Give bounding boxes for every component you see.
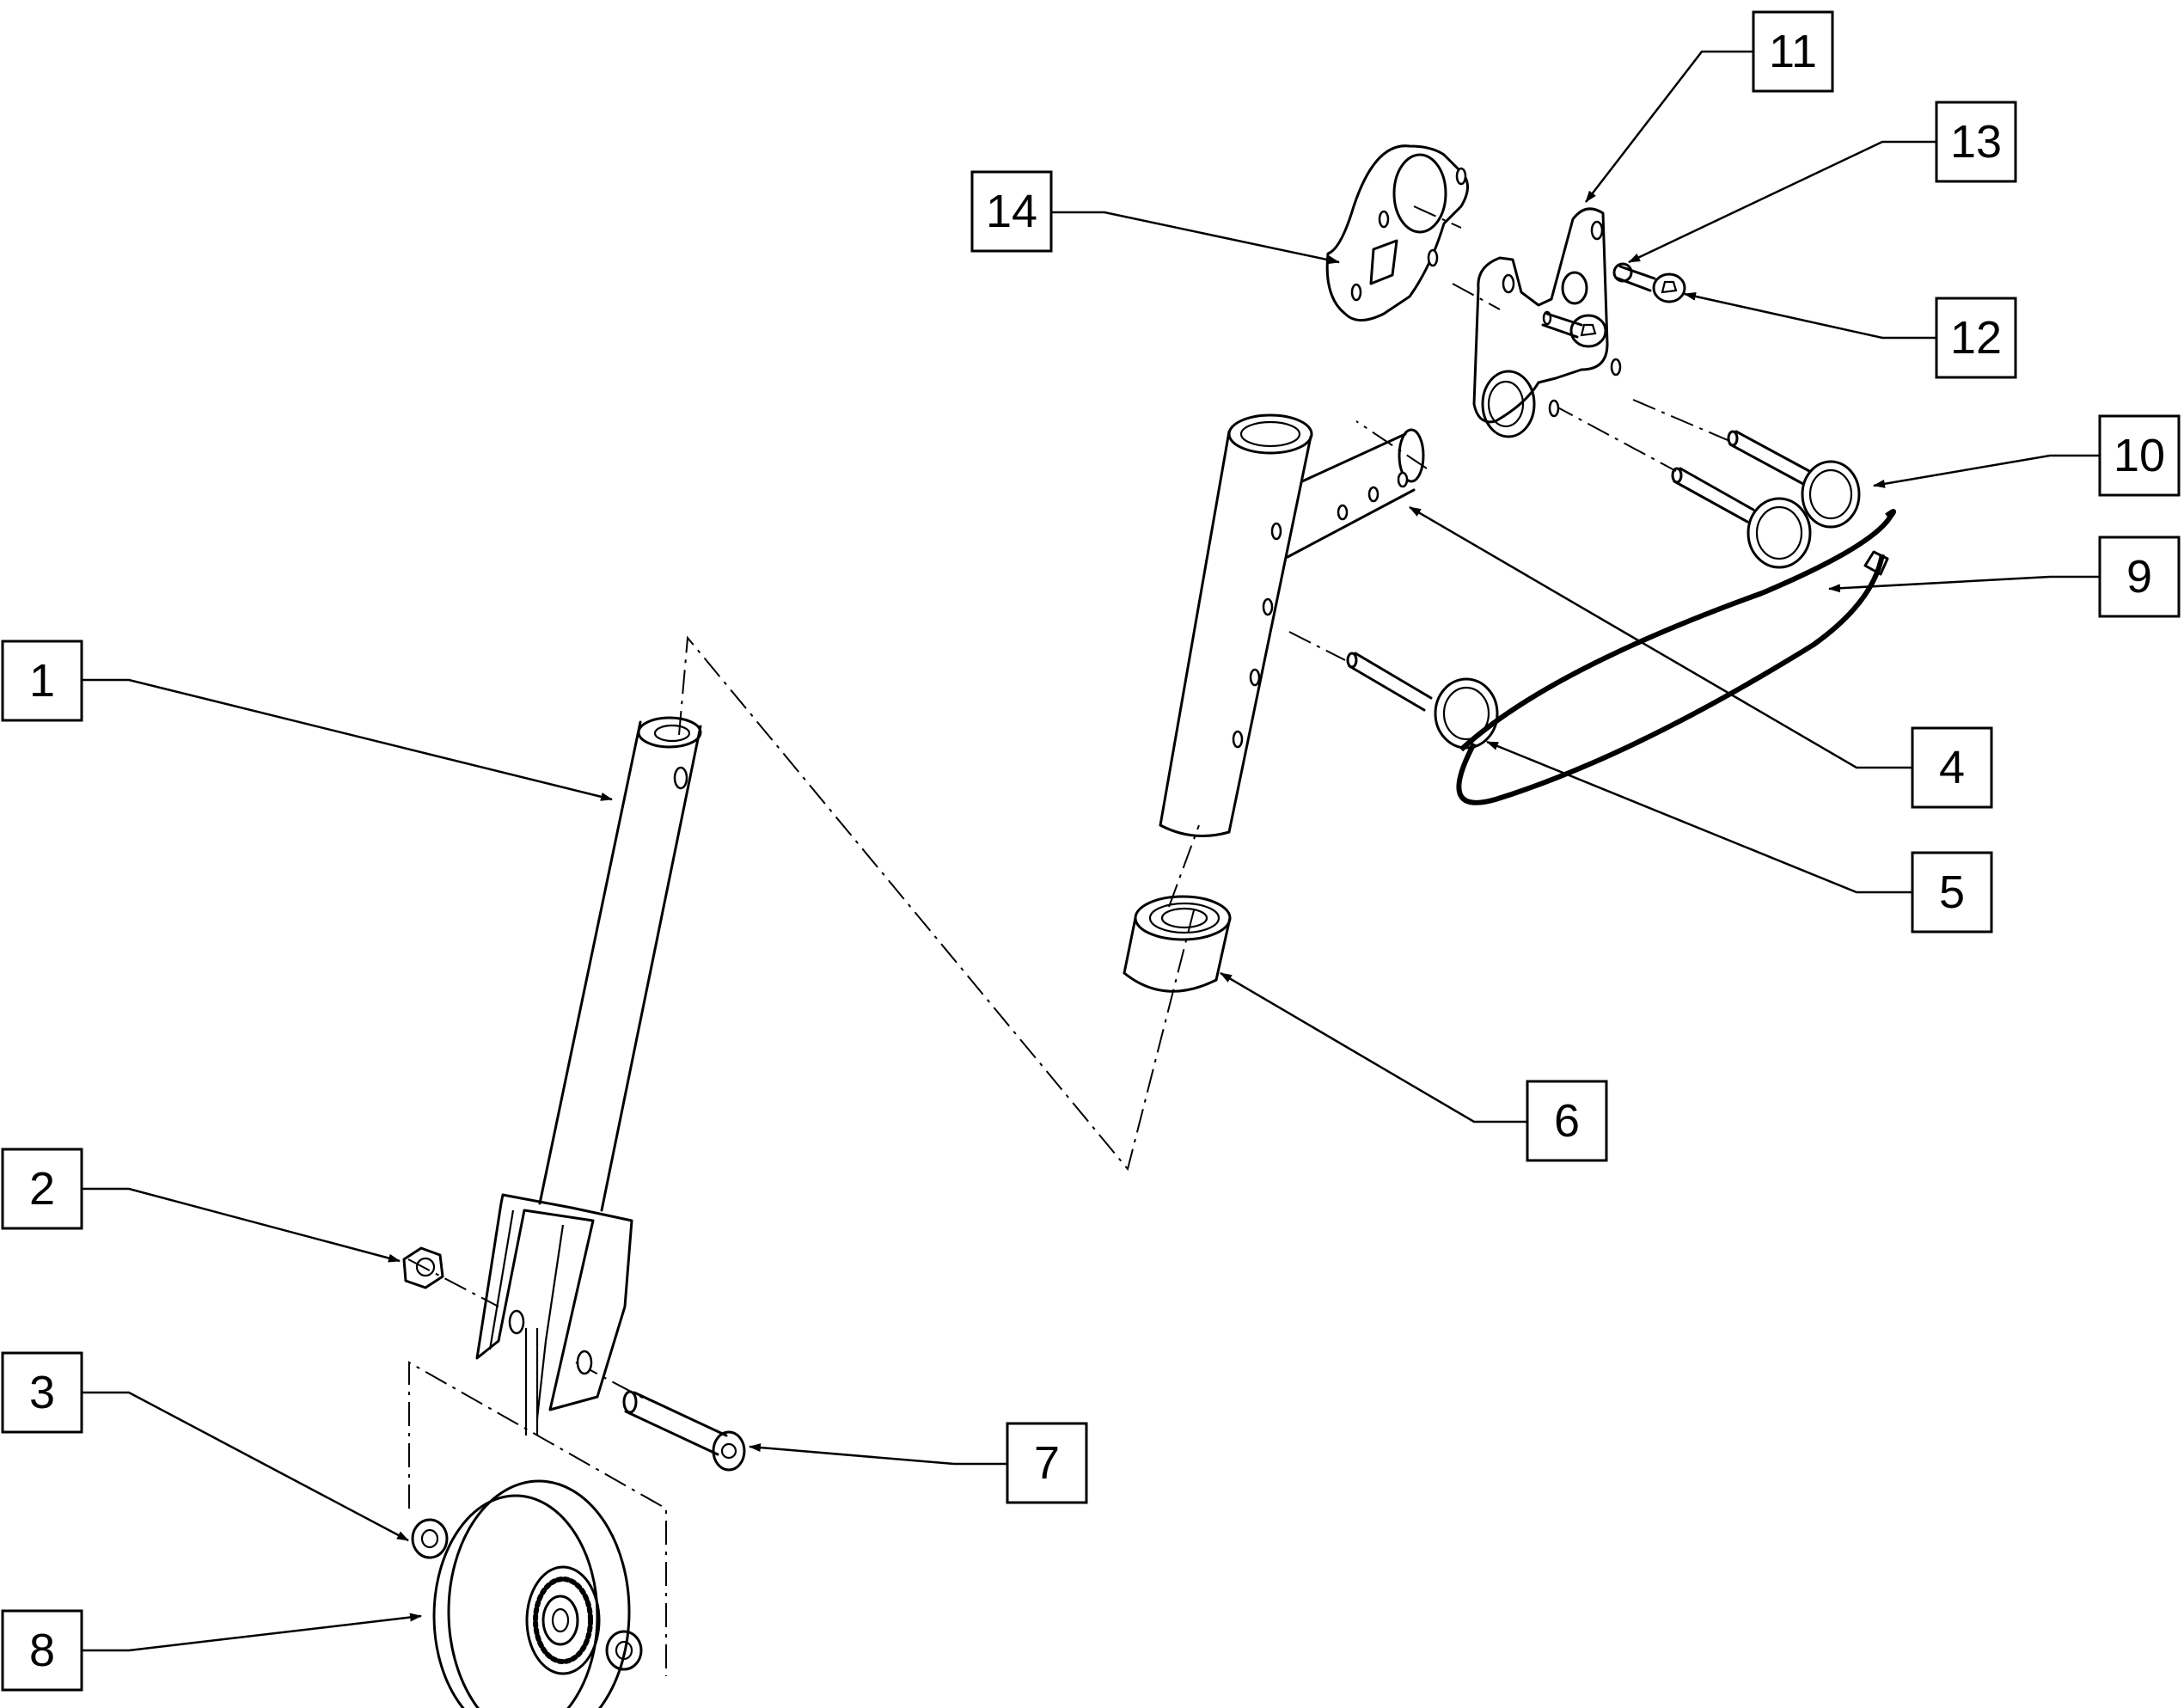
callout-number: 4 xyxy=(1939,742,1965,793)
callout-4: 4 xyxy=(1911,726,1993,809)
leader-lines xyxy=(82,50,2100,1652)
callout-number: 13 xyxy=(1950,116,2002,168)
callout-3: 3 xyxy=(1,1351,83,1434)
callout-number: 5 xyxy=(1939,866,1965,918)
socket-screws xyxy=(1541,262,1686,348)
callout-number: 2 xyxy=(29,1163,55,1215)
callout-5: 5 xyxy=(1911,851,1993,934)
callout-11: 11 xyxy=(1752,10,1834,93)
callout-2: 2 xyxy=(1,1148,83,1230)
callout-number: 3 xyxy=(29,1367,55,1418)
callout-number: 1 xyxy=(29,655,55,707)
callout-1: 1 xyxy=(1,640,83,722)
lanyard-cable xyxy=(1456,509,1897,805)
mounting-bracket-rear xyxy=(1325,144,1469,321)
fork-tube xyxy=(475,716,702,1436)
callout-13: 13 xyxy=(1935,101,2017,183)
callout-number: 14 xyxy=(986,186,1037,237)
callout-7: 7 xyxy=(1006,1422,1088,1504)
quick-release-pins xyxy=(1346,430,1861,750)
callout-6: 6 xyxy=(1526,1080,1608,1162)
mounting-bracket-front xyxy=(1472,207,1622,438)
washers xyxy=(411,1518,643,1671)
bearing xyxy=(1123,895,1232,993)
callout-number: 9 xyxy=(2126,551,2152,603)
stem-tube xyxy=(1159,413,1425,837)
callout-8: 8 xyxy=(1,1609,83,1692)
callout-number: 10 xyxy=(2114,430,2165,481)
callout-number: 12 xyxy=(1950,312,2002,364)
lock-nut xyxy=(402,1246,444,1289)
callout-9: 9 xyxy=(2098,536,2181,618)
callout-12: 12 xyxy=(1935,297,2017,379)
callout-number: 6 xyxy=(1554,1095,1580,1147)
caster-wheel xyxy=(432,1479,631,1708)
callout-14: 14 xyxy=(970,170,1053,253)
axle-bolt xyxy=(622,1390,746,1472)
callout-number: 8 xyxy=(29,1625,55,1676)
callout-10: 10 xyxy=(2098,414,2181,497)
callout-number: 11 xyxy=(1769,26,1817,77)
callout-number: 7 xyxy=(1034,1437,1060,1489)
